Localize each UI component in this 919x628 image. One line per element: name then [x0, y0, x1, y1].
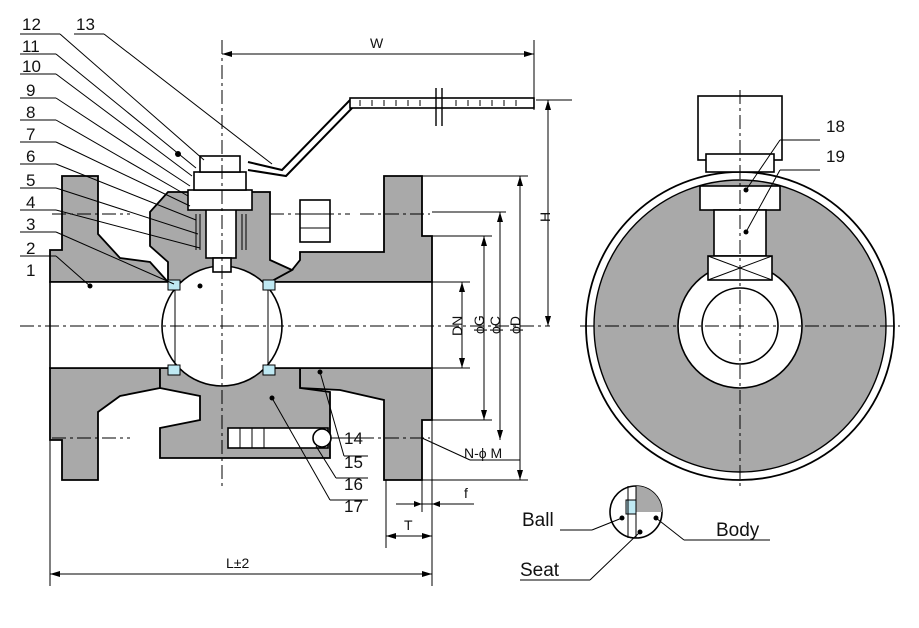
callout-7: 7	[26, 125, 35, 144]
gland	[187, 189, 253, 211]
callout-15: 15	[344, 453, 363, 472]
dim-f: f	[464, 485, 468, 501]
dim-c: ϕC	[487, 316, 503, 334]
left-flange-lower	[49, 367, 161, 481]
callout-9: 9	[26, 81, 35, 100]
right-flange-lower	[299, 367, 433, 481]
label-ball: Ball	[522, 510, 554, 531]
seat-bottom-right	[262, 364, 276, 376]
callout-17: 17	[344, 497, 363, 516]
callout-10: 10	[22, 57, 41, 76]
callout-6: 6	[26, 147, 35, 166]
callout-5: 5	[26, 171, 35, 190]
callout-4: 4	[26, 193, 35, 212]
dim-h: H	[537, 212, 553, 222]
dim-w: W	[370, 35, 384, 51]
callout-16: 16	[344, 475, 363, 494]
callout-13: 13	[76, 15, 95, 34]
left-flange	[49, 175, 171, 283]
callout-11: 11	[22, 37, 40, 56]
callout-1: 1	[26, 261, 35, 280]
label-seat: Seat	[520, 560, 560, 581]
seat-detail: Ball Body Seat	[520, 485, 770, 581]
label-body: Body	[716, 520, 760, 541]
seat-top-right	[262, 279, 276, 291]
right-flange	[269, 175, 433, 283]
dim-dn: DN	[449, 316, 465, 336]
body-bolt	[299, 199, 331, 243]
callout-8: 8	[26, 103, 35, 122]
callout-2: 2	[26, 239, 35, 258]
top-nut	[199, 155, 241, 173]
seat-bottom-left	[167, 364, 181, 376]
dim-l: L±2	[226, 555, 249, 571]
callouts: 12 13 11 10 9 8 7 6 5 4 3 2 1 14 15 16 1…	[20, 15, 845, 516]
dim-n-m: N-ϕ M	[464, 445, 502, 461]
seat-top-left	[167, 279, 181, 291]
callout-12: 12	[22, 15, 41, 34]
dimension-lines: W H DN ϕG ϕC ϕD N-ϕ M	[49, 35, 572, 586]
callout-3: 3	[26, 215, 35, 234]
callout-14: 14	[344, 429, 363, 448]
section-view	[20, 40, 550, 490]
callout-18: 18	[826, 117, 845, 136]
callout-19: 19	[826, 147, 845, 166]
dim-g: ϕG	[471, 315, 487, 334]
handle	[247, 99, 534, 172]
dim-d: ϕD	[507, 316, 523, 334]
stem-nut	[193, 171, 247, 191]
dim-t: T	[404, 517, 413, 533]
end-view	[580, 90, 900, 490]
